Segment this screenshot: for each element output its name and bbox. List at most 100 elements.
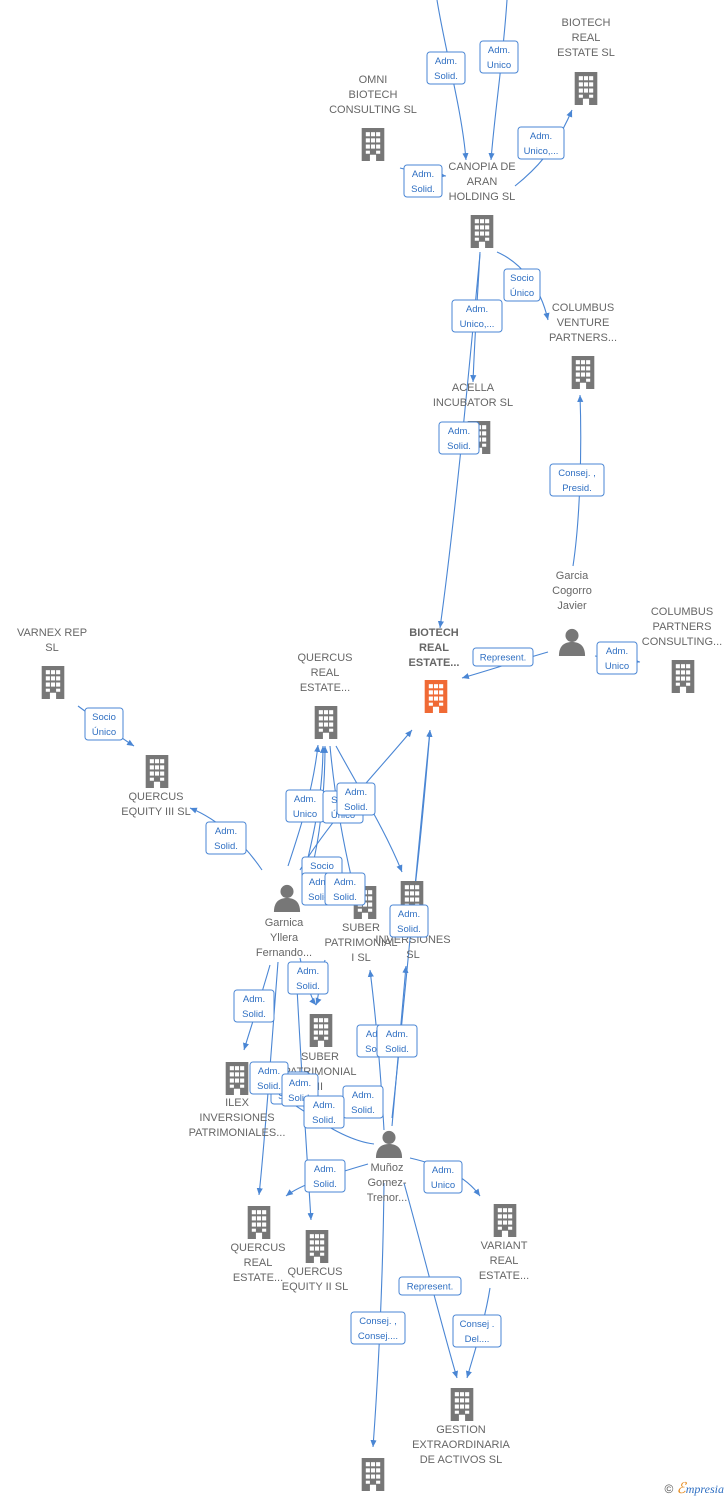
node-label: COLUMBUS [651,606,713,618]
node-columbus_pc[interactable]: COLUMBUSPARTNERSCONSULTING... [642,606,722,693]
edge-label-e31[interactable]: Represent. [398,1276,462,1296]
edge-label-text: Adm. [294,794,316,805]
node-label: ESTATE... [479,1270,529,1282]
edge-label-e12[interactable]: Adm.Solid. [205,821,247,855]
edge-label-text: Solid. [308,892,332,903]
edge-label-e15[interactable]: Adm.Solid. [336,782,376,816]
edge-label-e9[interactable]: Represent. [472,647,534,667]
building-icon [571,356,595,389]
edge-label-e8[interactable]: Consej. ,Presid. [549,463,605,497]
edge-label-text: Unico,... [524,146,559,157]
edge-label-text: Adm. [289,1078,311,1089]
edge-label-e19[interactable]: Adm.Solid. [389,904,429,938]
edge-label-text: Socio [92,712,116,723]
node-munoz[interactable]: MuñozGomez-Trenor... [367,1130,408,1204]
node-variant[interactable]: VARIANTREALESTATE... [479,1204,529,1282]
edge-label-text: Unico [605,661,629,672]
node-biotech_main[interactable]: BIOTECHREALESTATE... [409,627,460,713]
node-label: VARNEX REP [17,627,87,639]
node-label: ESTATE... [233,1272,283,1284]
edge-label-text: Único [92,727,116,738]
building-icon [361,128,385,161]
edge-label-text: Adm. [309,877,331,888]
edge-label-e1[interactable]: Adm.Solid. [426,51,466,85]
building-icon [470,215,494,248]
node-label: EQUITY II SL [282,1281,348,1293]
edge-label-text: Solid. [214,841,238,852]
edge-label-text: Adm. [297,966,319,977]
edge-label-text: Solid. [397,924,421,935]
edge-label-text: Represent. [407,1282,453,1293]
edge-label-e28[interactable]: Adm.Solid. [303,1095,345,1129]
edge-label-e3[interactable]: Adm. Unico,... [517,126,565,160]
edge-label-text: Adm. [466,304,488,315]
node-label: ILEX [225,1097,250,1109]
node-label: QUERCUS [230,1242,285,1254]
node-label: REAL [572,32,601,44]
node-label: Javier [557,600,587,612]
edge-label-text: Adm. [412,169,434,180]
edge-label-e21[interactable]: Adm.Solid. [233,989,275,1023]
copyright-icon: © [664,1482,674,1496]
node-label: Gomez- [367,1177,406,1189]
node-label: CONSULTING SL [329,104,417,116]
edge-label-e4[interactable]: Adm.Solid. [403,164,443,198]
edge-label-text: Unico [293,809,317,820]
node-columbus_vp[interactable]: COLUMBUSVENTUREPARTNERS... [549,302,617,389]
building-icon [574,72,598,105]
edge-label-text: Adm. [334,877,356,888]
edge-label-e30[interactable]: Adm.Solid. [304,1159,346,1193]
node-quercus_re1[interactable]: QUERCUSREALESTATE... [297,652,353,739]
edge-label-e13[interactable]: Adm. Unico [285,789,325,823]
edge-label-text: Adm. [530,131,552,142]
node-ilex[interactable]: ILEXINVERSIONESPATRIMONIALES... [189,1062,286,1139]
edge-label-e2[interactable]: Adm.Unico [479,40,519,74]
edge-label-e7[interactable]: Adm.Solid. [438,421,480,455]
node-label: II [317,1081,323,1093]
edge-label-e29[interactable]: Adm.Unico [423,1160,463,1194]
edge-label-e10[interactable]: Adm.Unico [596,641,638,675]
edge-label-text: Presid. [562,483,592,494]
edge-label-text: Adm. [258,1066,280,1077]
node-garnica[interactable]: GarnicaYlleraFernando... [256,884,312,959]
edge-label-text: Único [510,288,534,299]
brand-name: mpresia [685,1482,724,1496]
node-label: GESTION [436,1424,486,1436]
edge-label-text: Consej.... [358,1331,398,1342]
edge-label-e27[interactable]: Adm.Solid. [342,1085,384,1119]
node-bottom_co[interactable] [361,1458,385,1491]
edge-label-text: Adm. [345,787,367,798]
node-label: Yllera [270,932,299,944]
edge-label-e6[interactable]: Adm.Unico,... [451,299,503,333]
building-icon [314,706,338,739]
node-label: SUBER [342,922,380,934]
edge-label-text: Solid. [313,1179,337,1190]
edge-label-e32[interactable]: Consej. ,Consej.... [350,1311,406,1345]
edge-label-e33[interactable]: Consej .Del.... [452,1314,502,1348]
node-label: VARIANT [481,1240,528,1252]
edge-label-text: Solid. [385,1044,409,1055]
edge-label-e20[interactable]: Adm.Solid. [287,961,329,995]
edge-label-text: Adm. [448,426,470,437]
node-label: CONSULTING... [642,636,722,648]
node-label: SL [406,949,419,961]
node-label: Muñoz [370,1162,403,1174]
empresia-logo: © ℰmpresia [664,1479,724,1498]
brand-mark: ℰ [676,1481,686,1497]
edge-label-text: Socio [310,861,334,872]
edge-label-e26[interactable]: Adm.Solid. [376,1024,418,1058]
node-quercus_re2[interactable]: QUERCUSREALESTATE... [230,1206,286,1284]
edge-label-e18[interactable]: Adm.Solid. [324,872,366,906]
